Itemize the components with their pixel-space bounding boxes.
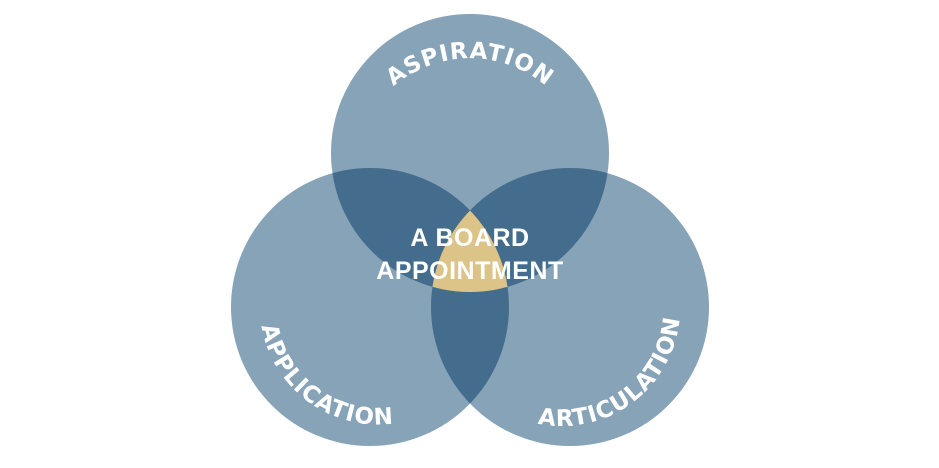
center-label-line1: A BOARD xyxy=(410,224,529,252)
center-label-line2: APPOINTMENT xyxy=(376,257,563,285)
overlap-aspiration-application xyxy=(331,168,509,292)
overlap-aspiration-articulation xyxy=(431,168,609,292)
